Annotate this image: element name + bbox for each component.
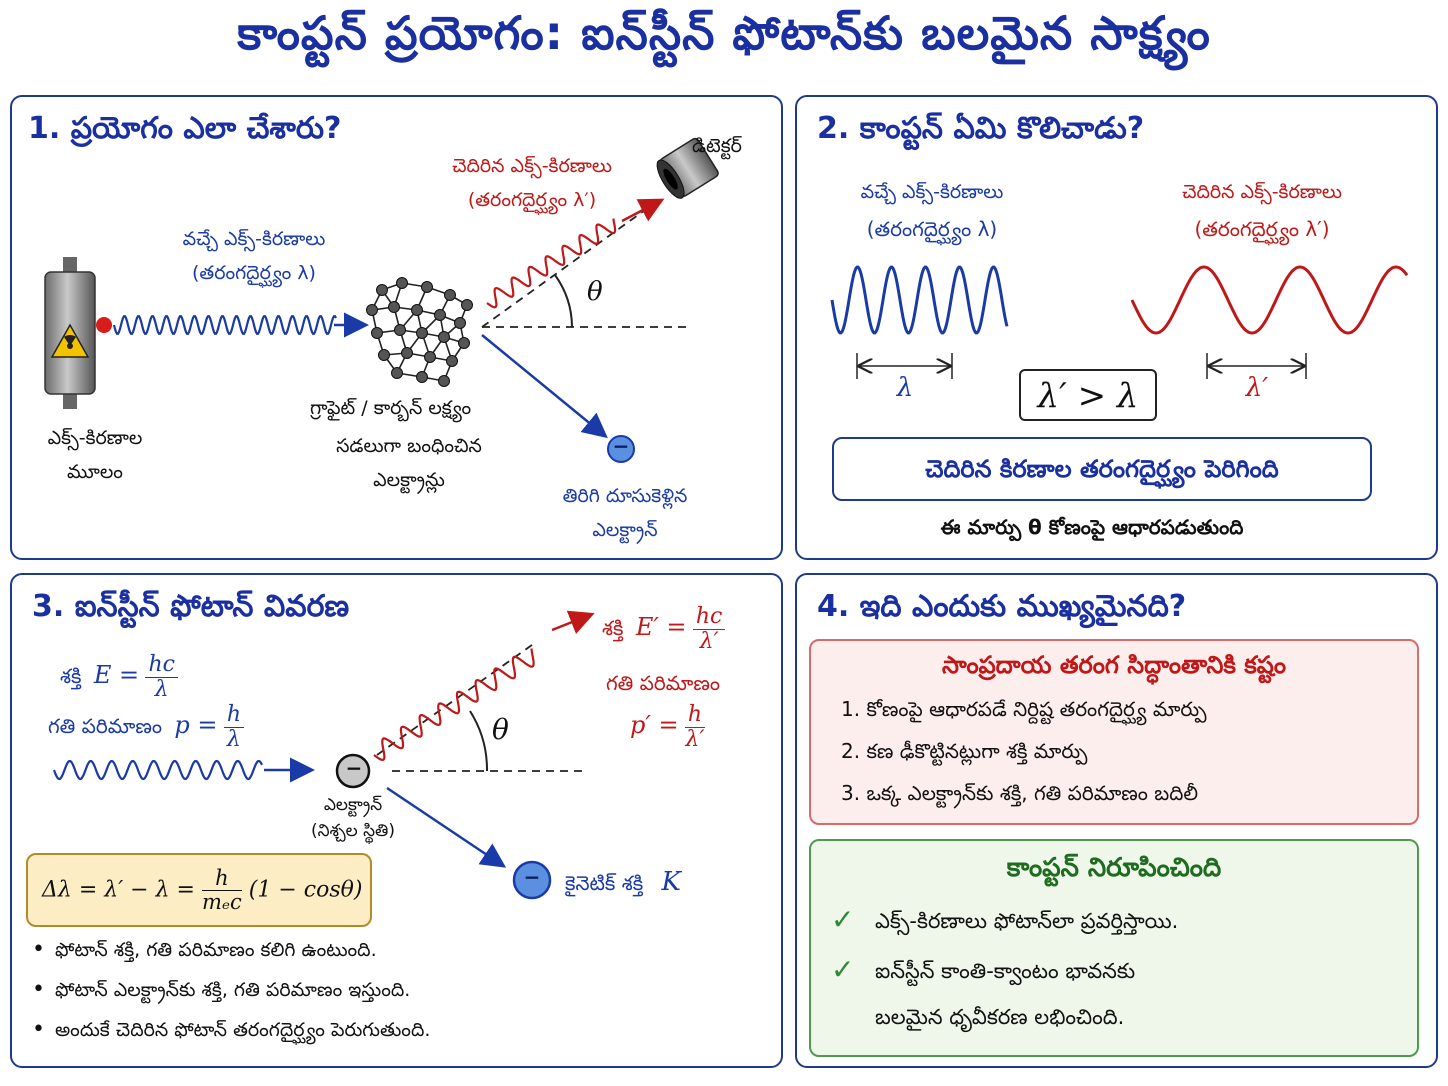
scattered-xray-label: చెదిరిన ఎక్స్-కిరణాలు bbox=[452, 155, 612, 177]
electron-label-line2: (నిశ్చల స్థితి) bbox=[311, 821, 395, 841]
scattered-photon-wave bbox=[373, 648, 535, 762]
wave-comparison bbox=[830, 265, 1409, 379]
scattered-wavelength-label: (తరంగదైర్ఘ్యం λ′) bbox=[467, 189, 597, 211]
detector-label: డిటెక్టర్ bbox=[692, 135, 742, 157]
proof-item-3: బలమైన ధృవీకరణ లభించింది. bbox=[875, 1005, 1125, 1029]
angle-theta: θ bbox=[587, 277, 603, 307]
photon-bullet-2: ఫోటాన్ ఎలక్ట్రాన్‌కు శక్తి, గతి పరిమాణం … bbox=[32, 977, 410, 1006]
electrons-label-line2: ఎలక్ట్రాన్లు bbox=[373, 469, 445, 491]
kinetic-energy-label: కైనెటిక్ శక్తి K bbox=[565, 867, 681, 897]
incoming-wave-short bbox=[830, 265, 1009, 335]
scattered-xray-wave bbox=[486, 218, 617, 309]
proof-title: కాంప్టన్ నిరూపించింది bbox=[1006, 853, 1222, 883]
graphite-target-icon bbox=[366, 277, 473, 387]
compton-proof-box: కాంప్టన్ నిరూపించింది ✓ ఎక్స్-కిరణాలు ఫో… bbox=[809, 839, 1419, 1057]
proof-item-2: ఐన్‌స్టీన్ కాంతి-క్వాంటం భావనకు bbox=[875, 959, 1136, 983]
lambda-label: λ bbox=[896, 373, 914, 403]
classical-theory-title: సాంప్రదాయ తరంగ సిద్ధాంతానికి కష్టం bbox=[941, 651, 1287, 679]
photon-bullet-1: ఫోటాన్ శక్తి, గతి పరిమాణం కలిగి ఉంటుంది. bbox=[32, 937, 377, 966]
check-icon: ✓ bbox=[831, 903, 855, 936]
source-label-line2: మూలం bbox=[67, 461, 123, 483]
source-label-line1: ఎక్స్-కిరణాల bbox=[47, 427, 143, 449]
incoming-xray-wave bbox=[112, 315, 337, 335]
wavelength-comparison: λ′ > λ bbox=[1019, 369, 1157, 421]
check-icon: ✓ bbox=[831, 953, 855, 986]
panel-einstein-photon: 3. ఐన్‌స్టీన్ ఫోటాన్ వివరణ − − శక్తి E =… bbox=[10, 573, 783, 1068]
panel-heading: 3. ఐన్‌స్టీన్ ఫోటాన్ వివరణ bbox=[32, 589, 350, 624]
recoil-electron-label-line1: తిరిగి దూసుకెళ్లిన bbox=[562, 485, 688, 507]
scattered-xray-label: చెదిరిన ఎక్స్-కిరణాలు bbox=[1182, 181, 1342, 203]
recoil-electron-sign: − bbox=[612, 434, 630, 458]
incoming-photon-wave bbox=[52, 759, 263, 781]
classical-theory-box: సాంప్రదాయ తరంగ సిద్ధాంతానికి కష్టం 1. కో… bbox=[809, 639, 1419, 825]
incoming-wavelength-label: (తరంగదైర్ఘ్యం λ) bbox=[866, 217, 998, 241]
photon-bullet-3: అందుకే చెదిరిన ఫోటాన్ తరంగదైర్ఘ్యం పెరుగ… bbox=[32, 1017, 430, 1046]
angle-theta: θ bbox=[492, 713, 509, 746]
lambda-prime-label: λ′ bbox=[1245, 373, 1269, 403]
setup-diagram bbox=[44, 137, 719, 463]
electron-label-line1: ఎలక్ట్రాన్ bbox=[323, 795, 383, 815]
incoming-xray-label: వచ్చే ఎక్స్-కిరణాలు bbox=[860, 181, 1004, 203]
incoming-xray-label: వచ్చే ఎక్స్-కిరణాలు bbox=[182, 228, 326, 250]
scattered-wave-long bbox=[1130, 265, 1409, 335]
classical-item-1: 1. కోణంపై ఆధారపడే నిర్దిష్ట తరంగదైర్ఘ్య … bbox=[841, 697, 1207, 721]
panel-measurement: 2. కాంప్టన్ ఏమి కొలిచాడు? వచ్చే ఎక్స్-కి… bbox=[795, 95, 1438, 560]
proof-item-1: ఎక్స్-కిరణాలు ఫోటాన్‌లా ప్రవర్తిస్తాయి. bbox=[875, 909, 1179, 933]
panel-experiment-setup: 1. ప్రయోగం ఎలా చేశారు? bbox=[10, 95, 783, 560]
scattered-wavelength-label: (తరంగదైర్ఘ్యం λ′) bbox=[1194, 217, 1330, 241]
xray-source-icon bbox=[44, 257, 112, 409]
panel-heading: 2. కాంప్టన్ ఏమి కొలిచాడు? bbox=[817, 111, 1145, 146]
panel-heading: 1. ప్రయోగం ఎలా చేశారు? bbox=[28, 111, 342, 146]
target-label: గ్రాఫైట్ / కార్బన్ లక్ష్యం bbox=[310, 397, 472, 419]
classical-item-3: 3. ఒక్క ఎలక్ట్రాన్‌కు శక్తి, గతి పరిమాణం… bbox=[841, 781, 1199, 805]
collision-diagram bbox=[52, 610, 595, 900]
detector-icon bbox=[656, 137, 719, 199]
result-box: చెదిరిన కిరణాల తరంగదైర్ఘ్యం పెరిగింది bbox=[832, 437, 1372, 501]
panel-heading: 4. ఇది ఎందుకు ముఖ్యమైనది? bbox=[817, 589, 1187, 624]
classical-item-2: 2. కణ ఢీకొట్టినట్లుగా శక్తి మార్పు bbox=[841, 739, 1088, 763]
page-title: కాంప్టన్ ప్రయోగం: ఐన్‌స్టీన్ ఫోటాన్‌కు బ… bbox=[237, 6, 1211, 60]
electrons-label-line1: సడలుగా బంధించిన bbox=[336, 435, 482, 457]
angle-dependence-note: ఈ మార్పు θ కోణంపై ఆధారపడుతుంది bbox=[940, 515, 1244, 539]
panel-significance: 4. ఇది ఎందుకు ముఖ్యమైనది? సాంప్రదాయ తరంగ… bbox=[795, 573, 1438, 1068]
recoil-electron-sign: − bbox=[523, 865, 541, 889]
scattered-momentum-label: గతి పరిమాణం bbox=[606, 671, 720, 695]
electron-rest-sign: − bbox=[345, 756, 363, 780]
recoil-electron-label-line2: ఎలక్ట్రాన్ bbox=[592, 519, 658, 541]
incoming-wavelength-label: (తరంగదైర్ఘ్యం λ) bbox=[192, 262, 316, 284]
